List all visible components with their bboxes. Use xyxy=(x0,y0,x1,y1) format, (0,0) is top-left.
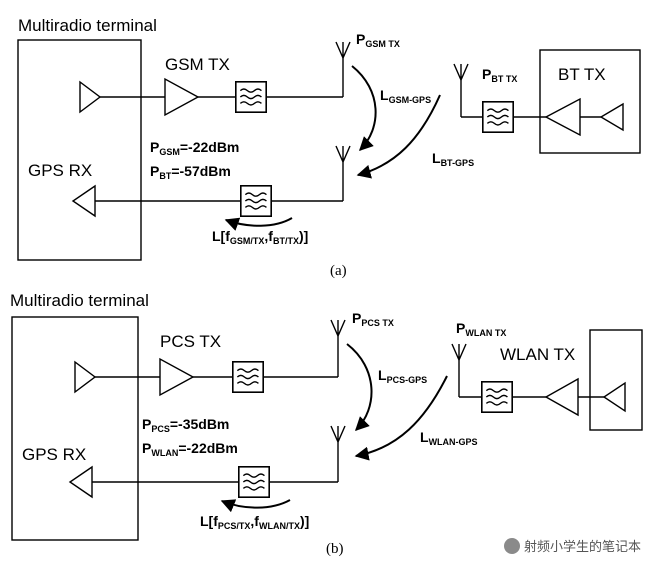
p-tx2-label: PWLAN TX xyxy=(456,320,506,338)
antenna-icon xyxy=(335,41,351,59)
bandpass-filter-icon xyxy=(232,361,264,393)
p-tx1-label: PGSM TX xyxy=(356,31,400,49)
coupling-arrow-icon xyxy=(346,343,373,431)
tx1-name: PCS TX xyxy=(160,332,221,351)
level-tx2-label: PWLAN=-22dBm xyxy=(142,440,238,458)
bandpass-filter-icon xyxy=(481,381,513,413)
terminal-title: Multiradio terminal xyxy=(10,291,149,310)
coupling-arrow-icon xyxy=(351,65,377,151)
coupling-arrow-icon xyxy=(224,217,293,231)
antenna-icon xyxy=(330,425,346,443)
amplifier-icon xyxy=(74,360,97,394)
terminal-box xyxy=(17,39,142,261)
p-tx1-label: PPCS TX xyxy=(352,310,394,328)
tx2-box xyxy=(589,329,643,431)
coupling-arrow-icon xyxy=(356,94,441,179)
imd-label: L[fPCS/TX,fWLAN/TX)] xyxy=(200,513,309,531)
bandpass-filter-icon xyxy=(482,101,514,133)
antenna-icon xyxy=(451,343,467,361)
level-tx2-label: PBT=-57dBm xyxy=(150,163,231,181)
caption-a: (a) xyxy=(330,263,347,279)
p-tx2-label: PBT TX xyxy=(482,66,517,84)
panel-a: Multiradio terminal GSM TX PGSM TX BT TX… xyxy=(17,16,641,279)
watermark-text: 射频小学生的笔记本 xyxy=(523,540,641,555)
l-tx1-label: LGSM-GPS xyxy=(380,87,431,105)
bandpass-filter-icon xyxy=(238,466,270,498)
amplifier-icon xyxy=(544,377,579,417)
amplifier-icon xyxy=(159,357,195,397)
amplifier-icon xyxy=(71,184,96,218)
watermark: 射频小学生的笔记本 xyxy=(503,536,641,555)
wechat-logo-icon xyxy=(503,537,520,554)
terminal-box xyxy=(11,316,139,541)
amplifier-icon xyxy=(599,102,624,132)
rx-name: GPS RX xyxy=(22,445,86,464)
coupling-arrow-icon xyxy=(220,499,291,513)
amplifier-icon xyxy=(544,97,581,137)
terminal-title: Multiradio terminal xyxy=(18,16,157,35)
l-tx1-label: LPCS-GPS xyxy=(378,367,427,385)
tx2-box xyxy=(539,49,641,154)
bandpass-filter-icon xyxy=(235,81,267,113)
caption-b: (b) xyxy=(326,541,344,557)
coupling-arrow-icon xyxy=(354,375,448,461)
antenna-icon xyxy=(330,319,346,337)
amplifier-icon xyxy=(79,80,102,114)
tx2-name: BT TX xyxy=(558,65,606,84)
amplifier-icon xyxy=(68,465,93,499)
amplifier-icon xyxy=(602,381,626,413)
l-tx2-label: LWLAN-GPS xyxy=(420,429,478,447)
antenna-icon xyxy=(453,63,469,81)
bandpass-filter-icon xyxy=(240,185,272,217)
rx-name: GPS RX xyxy=(28,161,92,180)
level-tx1-label: PGSM=-22dBm xyxy=(150,139,239,157)
panel-b: Multiradio terminal PCS TX PPCS TX WLAN … xyxy=(10,291,643,557)
amplifier-icon xyxy=(164,77,200,117)
imd-label: L[fGSM/TX,fBT/TX)] xyxy=(212,228,308,246)
l-tx2-label: LBT-GPS xyxy=(432,150,474,168)
level-tx1-label: PPCS=-35dBm xyxy=(142,416,229,434)
antenna-icon xyxy=(335,145,351,163)
tx1-name: GSM TX xyxy=(165,55,230,74)
tx2-name: WLAN TX xyxy=(500,345,575,364)
